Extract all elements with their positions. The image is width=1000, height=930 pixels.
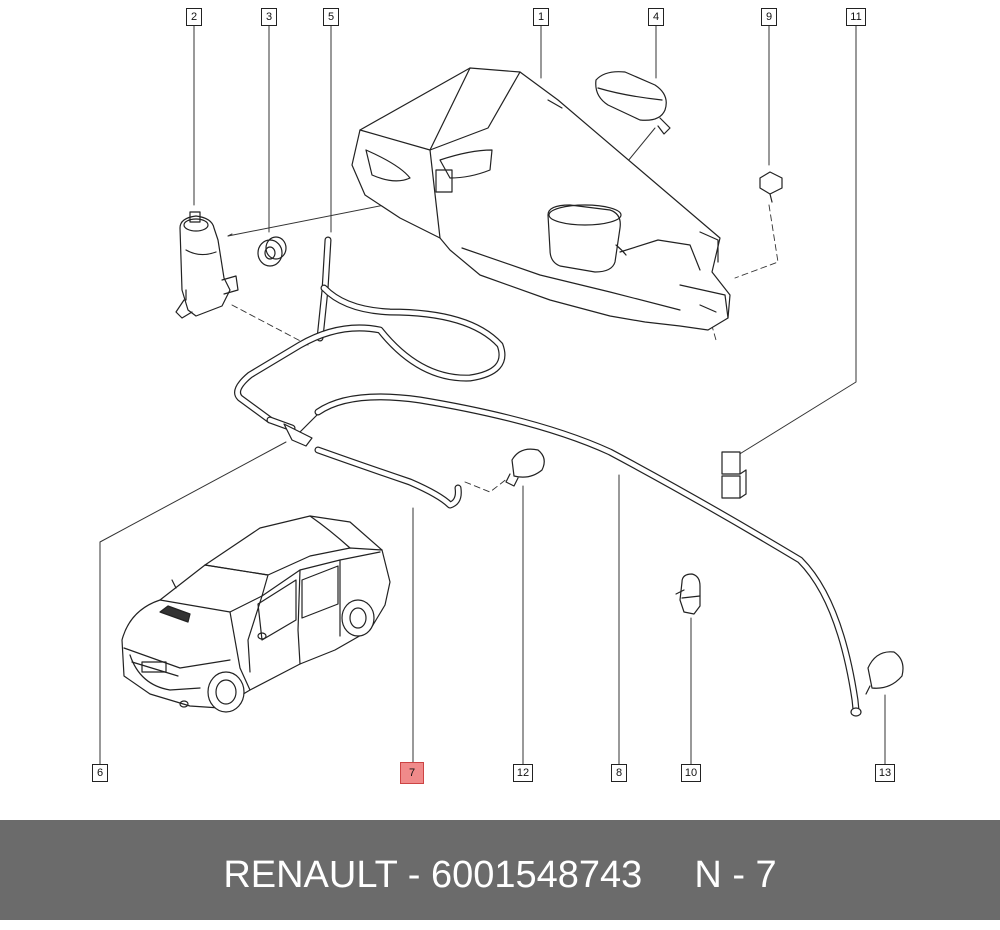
callout-6[interactable]: 6 [92, 764, 108, 782]
callout-9[interactable]: 9 [761, 8, 777, 26]
screw [760, 172, 782, 202]
brand-name: RENAULT [223, 854, 398, 896]
reference-number: 7 [755, 854, 777, 896]
washer-pump [176, 212, 238, 318]
callout-3[interactable]: 3 [261, 8, 277, 26]
part-number: 6001548743 [430, 854, 643, 896]
callout-10[interactable]: 10 [681, 764, 701, 782]
callout-7-highlighted[interactable]: 7 [400, 762, 424, 784]
callout-1[interactable]: 1 [533, 8, 549, 26]
washer-nozzle-12 [506, 449, 544, 486]
part-caption: RENAULT - 6001548743 N - 7 [0, 820, 1000, 920]
hose-clip [676, 574, 700, 614]
reservoir-cap [596, 72, 670, 134]
callout-13[interactable]: 13 [875, 764, 895, 782]
footer-bar: RENAULT - 6001548743 N - 7 [0, 820, 1000, 920]
callout-4[interactable]: 4 [648, 8, 664, 26]
caption-separator: - [397, 854, 431, 896]
callout-5[interactable]: 5 [323, 8, 339, 26]
washer-nozzle-13 [866, 652, 903, 694]
car-illustration [122, 516, 390, 712]
grommet [258, 237, 286, 266]
callout-12[interactable]: 12 [513, 764, 533, 782]
callout-11[interactable]: 11 [846, 8, 866, 26]
washer-reservoir [352, 68, 730, 330]
reference-prefix: N - [694, 854, 756, 896]
mounting-bracket [722, 452, 746, 498]
hose-short [238, 240, 502, 420]
parts-diagram: 2 3 5 1 4 9 11 6 7 12 8 10 13 [0, 0, 1000, 820]
washer-system-drawing [0, 0, 1000, 820]
hose-assembly [270, 397, 861, 716]
callout-2[interactable]: 2 [186, 8, 202, 26]
callout-8[interactable]: 8 [611, 764, 627, 782]
